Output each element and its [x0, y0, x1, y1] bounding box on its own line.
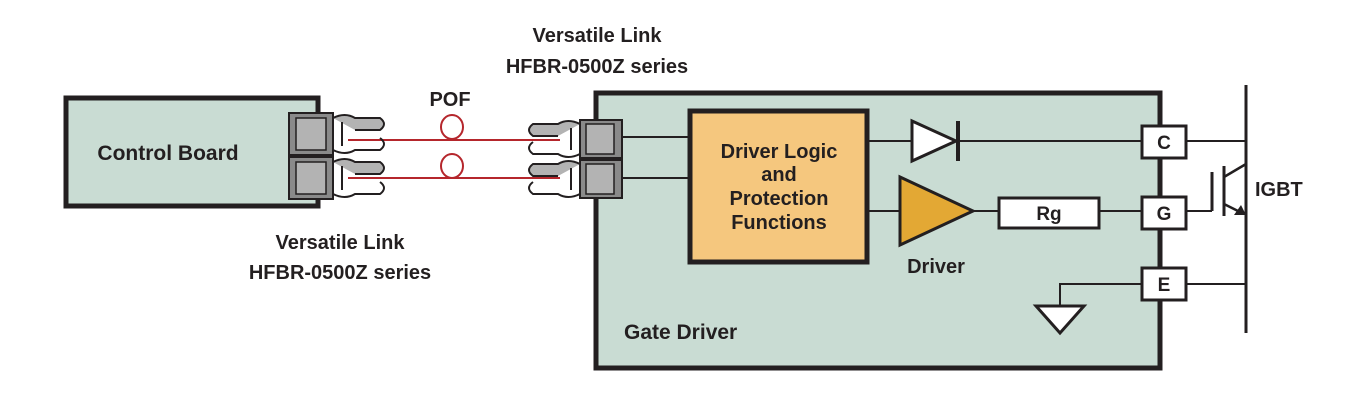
- versatile-link-top-line1: Versatile Link: [533, 25, 663, 47]
- driver-logic-line2: and: [761, 164, 797, 186]
- driver-logic-line1: Driver Logic: [721, 141, 838, 163]
- driver-logic-block: [687, 108, 870, 265]
- driver-logic-line4: Functions: [731, 212, 827, 234]
- pin-c-label: C: [1157, 133, 1171, 154]
- rg-label: Rg: [1036, 204, 1061, 225]
- connector-icon: [288, 112, 385, 200]
- pin-e-label: E: [1158, 275, 1171, 296]
- pof-label: POF: [429, 89, 470, 111]
- versatile-link-bottom-line2: HFBR-0500Z series: [249, 262, 431, 284]
- versatile-link-top-line2: HFBR-0500Z series: [506, 56, 688, 78]
- driver-logic-line3: Protection: [730, 188, 829, 210]
- amplifier-triangle-icon: [898, 174, 977, 248]
- fiber-loop-icon: [440, 153, 464, 179]
- control-board-block: [63, 95, 321, 209]
- control-board-label: Control Board: [97, 142, 238, 165]
- driver-label: Driver: [907, 256, 965, 278]
- fiber-loop-icon: [440, 114, 464, 140]
- ground-icon: [1032, 283, 1142, 336]
- igbt-label: IGBT: [1255, 179, 1303, 201]
- rg-resistor: [997, 196, 1101, 230]
- gate-driver-label: Gate Driver: [624, 321, 737, 344]
- versatile-link-bottom-line1: Versatile Link: [276, 232, 406, 254]
- connector-icon: [528, 119, 623, 199]
- pin-g: [1140, 195, 1188, 231]
- pin-g-label: G: [1157, 204, 1172, 225]
- igbt-transistor-icon: [1210, 85, 1248, 333]
